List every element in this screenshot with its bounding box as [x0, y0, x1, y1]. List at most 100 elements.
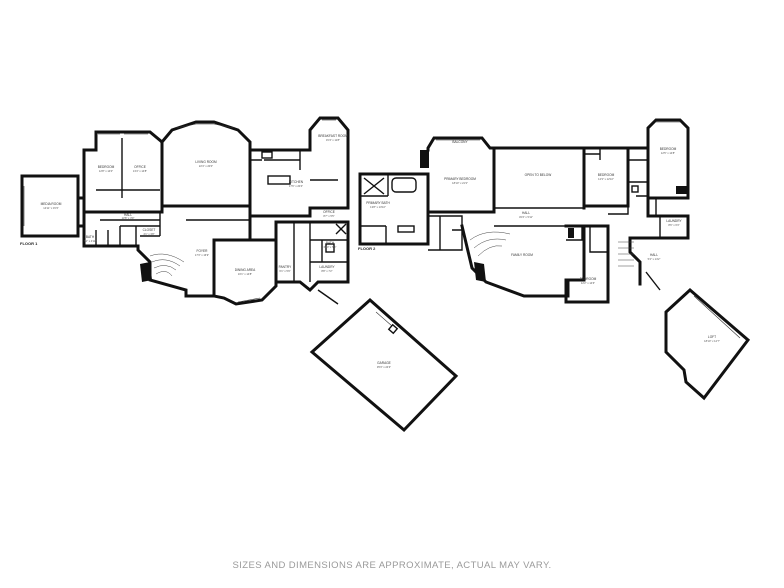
kitchen-sink — [261, 151, 273, 159]
loft-passage — [645, 271, 661, 291]
primary-bedroom-dims: 18'10" x 21'3" — [452, 181, 468, 185]
bedroom-3-block — [568, 228, 574, 238]
curved-stair-4 — [155, 271, 173, 277]
office-label: OFFICE — [134, 165, 146, 169]
shower — [363, 177, 385, 195]
kitchen-island — [267, 175, 291, 185]
bedroom-2-partitions — [584, 148, 601, 160]
upper-service-walls — [626, 146, 690, 286]
closet-block-2 — [428, 215, 463, 251]
dining-area-label: DINING AREA — [235, 268, 256, 272]
vanity — [397, 225, 415, 233]
floor-2-plan: FLOOR 2 PRIMARY BATH 13'8" x 13'10" PRIM… — [358, 118, 751, 401]
loft-dims: 18'10" x 14'7" — [704, 339, 720, 343]
bedroom-3-label: BEDROOM — [580, 277, 597, 281]
media-room-walls — [20, 174, 80, 238]
hall-1-label: HALL — [124, 213, 132, 217]
bath-1-dims: 7'2" x 4'11" — [84, 239, 97, 243]
foyer-dims: 17'3" x 16'9" — [195, 253, 209, 257]
service-partitions — [293, 222, 348, 282]
upper-stair-3 — [477, 245, 503, 257]
bath-2-dims: 6'10" x 5'4" — [324, 245, 337, 249]
dining-area-walls — [212, 238, 278, 306]
breakfast-room-dims: 15'4" x 11'8" — [326, 138, 340, 142]
primary-bath-label: PRIMARY BATH — [366, 201, 390, 205]
open-to-below-label: OPEN TO BELOW — [525, 173, 552, 177]
dining-window — [237, 297, 261, 303]
bedroom-1-dims: 12'8" x 14'0" — [99, 169, 113, 173]
open-to-below-walls — [492, 146, 586, 210]
kitchen-walls — [248, 116, 350, 218]
garage-step — [375, 311, 393, 327]
primary-bath-partitions — [360, 174, 389, 244]
stair-wall-block — [474, 262, 486, 282]
bedroom-4-walls — [646, 118, 690, 200]
primary-bath-walls — [358, 172, 430, 246]
closet-partitions — [120, 225, 160, 237]
living-room-label: LIVING ROOM — [195, 160, 217, 164]
laundry-1-label: LAUNDRY — [319, 265, 335, 269]
closet-1-dims: 4'1" x 3'8" — [143, 232, 154, 236]
upper-hall-label: HALL — [650, 253, 658, 257]
garage-dims: 35'3" x 24'3" — [377, 365, 391, 369]
floor-1-plan: FLOOR 1 MEDIA ROOM 14'11" x 15'3" BEDROO… — [20, 116, 459, 433]
disclaimer-text: SIZES AND DIMENSIONS ARE APPROXIMATE, AC… — [232, 560, 552, 571]
loft-stair — [618, 241, 634, 267]
primary-bedroom-label: PRIMARY BEDROOM — [444, 177, 476, 181]
bedroom-3-dims: 12'2" x 14'6" — [581, 281, 595, 285]
curved-stair-1 — [149, 253, 185, 263]
kitchen-partitions — [299, 150, 338, 181]
bedroom-1-label: BEDROOM — [98, 165, 115, 169]
media-room-label: MEDIA ROOM — [41, 202, 62, 206]
family-room-walls — [460, 224, 586, 298]
hall-2-dims: 33'4" x 5'11" — [519, 215, 533, 219]
dining-area-dims: 16'1" x 14'8" — [238, 272, 252, 276]
media-room-dims: 14'11" x 15'3" — [43, 206, 59, 210]
closet-2-partitions — [439, 216, 462, 250]
bedroom-4-label: BEDROOM — [660, 147, 677, 151]
bedroom-4-block — [676, 186, 688, 194]
living-room-walls — [159, 120, 252, 208]
upper-laundry-appliance — [631, 185, 639, 193]
service-wing-walls — [274, 220, 350, 293]
loft-label: LOFT — [708, 335, 716, 339]
bath-2-label: BATH — [326, 241, 335, 245]
floor-1-label: FLOOR 1 — [20, 241, 38, 246]
hall-2-label: HALL — [522, 211, 530, 215]
family-room-label: FAMILY ROOM — [511, 253, 533, 257]
bath-fixture — [335, 223, 347, 235]
primary-bedroom-walls — [426, 136, 496, 214]
bedroom-4-dims: 12'5" x 14'8" — [661, 151, 675, 155]
loft-walls — [664, 287, 751, 401]
fireplace-block — [420, 150, 429, 168]
kitchen-dims: 17'6" x 20'4" — [289, 184, 303, 188]
small-room-partitions — [95, 226, 137, 246]
pantry-dims: 6'1" x 5'9" — [279, 269, 290, 273]
garage-fixture — [387, 323, 399, 335]
office-2-label: OFFICE — [323, 210, 335, 214]
bathtub — [391, 177, 417, 193]
garage-passage — [317, 289, 339, 305]
upper-stair-2 — [473, 238, 507, 249]
kitchen-label: KITCHEN — [289, 180, 304, 184]
garage-label: GARAGE — [377, 361, 391, 365]
bedroom-office-walls — [82, 130, 164, 214]
laundry-2-dims: 8'6" x 6'3" — [668, 223, 679, 227]
foyer-walls — [82, 210, 252, 298]
bedroom-3-walls — [564, 224, 610, 304]
upper-stair-1 — [469, 231, 511, 241]
bath-1-label: BATH — [86, 235, 95, 239]
primary-bath-dims: 13'8" x 13'10" — [370, 205, 386, 209]
hall-1-dims: 13'8" x 3'9" — [122, 216, 135, 220]
loft-window — [693, 295, 741, 339]
living-room-dims: 22'4" x 20'0" — [199, 164, 213, 168]
curved-stair-3 — [153, 265, 177, 271]
balcony-label: BALCONY — [452, 140, 468, 144]
breakfast-room-label: BREAKFAST ROOM — [318, 134, 348, 138]
bedroom-2-label: BEDROOM — [598, 173, 615, 177]
laundry-2-label: LAUNDRY — [666, 219, 682, 223]
upper-hall-lines — [494, 207, 584, 227]
floor-2-label: FLOOR 2 — [358, 246, 376, 251]
foyer-wall-block — [140, 262, 152, 282]
